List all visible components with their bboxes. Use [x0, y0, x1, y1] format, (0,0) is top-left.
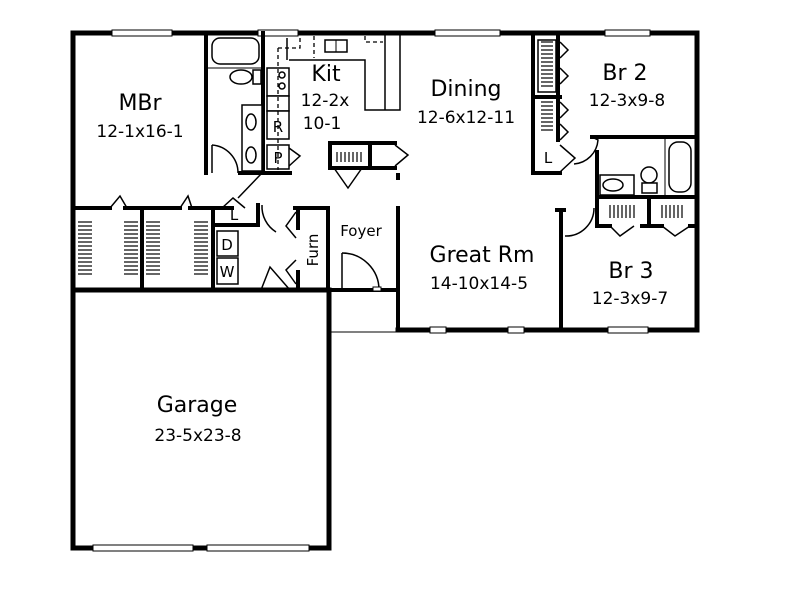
great-rm-name: Great Rm: [430, 243, 535, 268]
kitchen-fixtures: R P: [266, 35, 410, 190]
kit-dims-line1: 12-2x: [301, 91, 350, 111]
great-rm-dims: 14-10x14-5: [430, 274, 528, 294]
bathtub-icon: [668, 141, 692, 193]
toilet-icon: [229, 69, 253, 85]
mbr-name: MBr: [118, 91, 162, 116]
dryer-label: D: [221, 236, 233, 254]
master-bath-fixtures: [208, 37, 263, 174]
windows: [92, 29, 651, 552]
mbr-closets: [78, 194, 208, 275]
interior-walls: [70, 31, 699, 332]
mbr-dims: 12-1x16-1: [96, 122, 183, 142]
hall-fixtures: L D W Furn: [216, 172, 400, 292]
room-labels: MBr 12-1x16-1 Kit 12-2x 10-1 Dining 12-6…: [96, 61, 668, 446]
furnace-label: Furn: [304, 234, 322, 267]
pantry-label: P: [273, 149, 282, 167]
toilet-icon: [640, 166, 658, 184]
dryer-icon: [216, 230, 239, 257]
garage-dims: 23-5x23-8: [154, 426, 241, 446]
br2-linen-label: L: [544, 149, 553, 167]
kit-name: Kit: [311, 62, 341, 87]
closet-shelving-2: [146, 221, 208, 275]
br2-dims: 12-3x9-8: [589, 91, 665, 111]
br3-name: Br 3: [608, 259, 653, 284]
kit-dims-line2: 10-1: [303, 114, 342, 134]
br2-name: Br 2: [602, 61, 647, 86]
foyer-name: Foyer: [340, 222, 382, 240]
garage-name: Garage: [157, 393, 238, 418]
washer-label: W: [220, 263, 235, 281]
br3-closets: [564, 205, 691, 237]
hall-linen-label: L: [230, 206, 239, 224]
br3-dims: 12-3x9-7: [592, 289, 668, 309]
dining-name: Dining: [430, 77, 501, 102]
washer-icon: [216, 257, 239, 285]
kitchen-closet-shelf: [336, 152, 362, 162]
dining-dims: 12-6x12-11: [417, 108, 515, 128]
bath2-fixtures: [599, 139, 692, 196]
closet-shelving-1: [78, 221, 138, 275]
bathtub-icon: [211, 37, 260, 65]
br2-closets: L: [537, 33, 599, 173]
